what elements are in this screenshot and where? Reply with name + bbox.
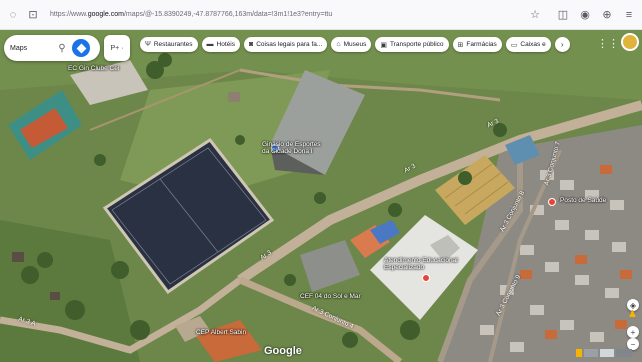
chip-pharmacies[interactable]: ⊞Farmácias <box>452 37 502 52</box>
chip-things-to-do[interactable]: ◙Coisas legais para fa... <box>243 37 328 52</box>
chip-hotels[interactable]: ▬Hotéis <box>201 37 240 52</box>
chip-museums[interactable]: ⌂Museus <box>331 37 372 52</box>
menu-icon[interactable]: ≡ <box>625 8 633 21</box>
chip-atms[interactable]: ▭Caixas e <box>505 37 551 52</box>
pegman-icon[interactable]: ♟ <box>628 309 637 320</box>
extensions-icon[interactable]: ⊕ <box>602 9 612 21</box>
account-icon[interactable]: ◉ <box>580 9 590 21</box>
avatar[interactable] <box>621 33 639 51</box>
compass-button[interactable]: ◈ <box>627 299 639 311</box>
directions-button[interactable] <box>72 39 90 57</box>
place-label-centro[interactable]: Posto de Saúde <box>560 197 607 204</box>
chip-label: Caixas e <box>520 41 546 48</box>
map-footer <box>576 346 640 360</box>
minus-icon: − <box>630 339 636 349</box>
transit-icon: ▣ <box>380 41 387 49</box>
camera-icon: ◙ <box>248 41 254 48</box>
chip-label: Farmácias <box>466 41 497 48</box>
chip-label: Museus <box>343 41 367 48</box>
google-apps-icon[interactable]: ⋮⋮ <box>597 37 619 50</box>
place-label-cef[interactable]: CEF 04 do Sol e Mar <box>300 293 361 300</box>
url-rest: /maps/@-15.8390249,-47.8787766,163m/data… <box>123 11 333 18</box>
zoom-in-button[interactable]: + <box>627 326 639 338</box>
search-box[interactable]: ⚲ <box>4 35 100 61</box>
browser-toolbar: ◌ ⊡ https://www.google.com/maps/@-15.839… <box>0 0 642 30</box>
chip-label: Transporte público <box>389 41 444 48</box>
google-logo: Google <box>264 345 302 357</box>
scale-bar <box>616 349 632 357</box>
url-prefix: https://www. <box>50 11 88 18</box>
restaurant-icon: Ψ <box>145 41 151 48</box>
search-input[interactable] <box>10 44 54 52</box>
place-pin-ginasio[interactable] <box>271 144 279 152</box>
layers-button[interactable]: P+ · <box>104 35 130 61</box>
pocket-icon[interactable]: ◫ <box>557 9 569 21</box>
hotel-icon: ▬ <box>206 41 214 48</box>
satellite-imagery <box>0 30 642 362</box>
search-icon[interactable]: ⚲ <box>58 42 66 54</box>
zoom-out-button[interactable]: − <box>627 338 639 350</box>
place-label-ginasio[interactable]: Ginásio de Esportes da Cidade Dona I <box>262 141 321 155</box>
footer-link[interactable] <box>584 349 598 357</box>
pharmacy-icon: ⊞ <box>457 41 464 49</box>
chips-next-button[interactable]: › <box>554 37 570 52</box>
chip-label: Hotéis <box>216 41 235 48</box>
atm-icon: ▭ <box>510 41 518 49</box>
compass-icon: ◈ <box>629 300 637 310</box>
place-label-atendimento[interactable]: Atendimento Educacional Especializado <box>384 257 458 271</box>
chip-transit[interactable]: ▣Transporte público <box>375 37 449 52</box>
place-pin-centro[interactable] <box>548 198 556 206</box>
address-bar[interactable]: https://www.google.com/maps/@-15.8390249… <box>46 4 528 26</box>
plus-icon: + <box>630 327 636 337</box>
url-domain: google.com <box>87 11 124 18</box>
chip-label: Coisas legais para fa... <box>256 41 323 48</box>
directions-icon <box>76 43 86 53</box>
museum-icon: ⌂ <box>336 41 341 48</box>
place-pin-atendimento[interactable] <box>422 274 430 282</box>
bookmark-star-icon[interactable]: ☆ <box>530 9 540 21</box>
shield-icon[interactable]: ◌ <box>9 8 17 21</box>
lock-icon[interactable]: ⊡ <box>28 9 38 21</box>
place-label-cep[interactable]: CEP Albert Sabin <box>196 329 247 336</box>
chevron-right-icon: › <box>560 40 564 49</box>
pegman-mini-icon[interactable] <box>576 349 582 357</box>
place-label-gin-clube[interactable]: EC Gin Clube Cei <box>68 65 120 72</box>
chip-label: Restaurantes <box>153 41 193 48</box>
footer-link[interactable] <box>600 349 614 357</box>
